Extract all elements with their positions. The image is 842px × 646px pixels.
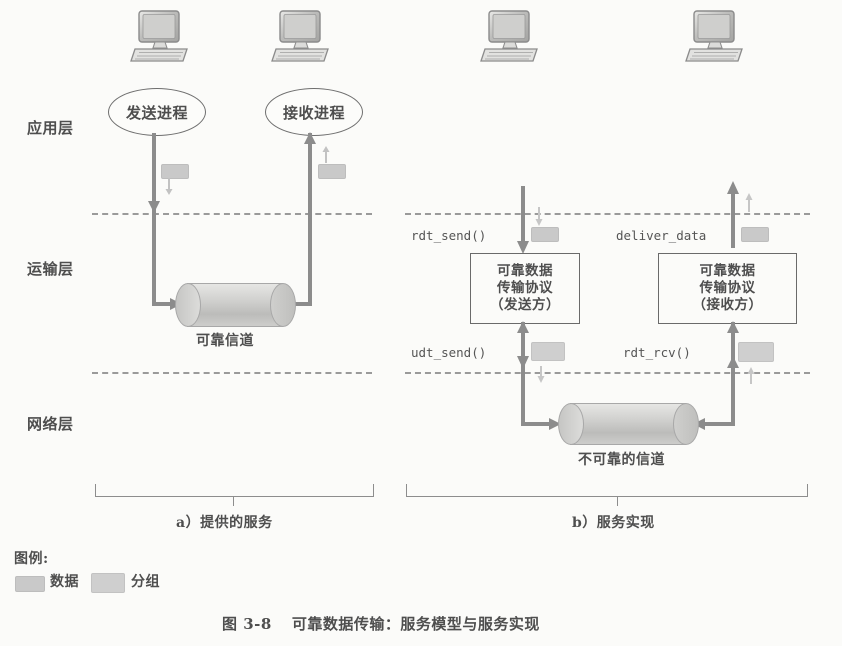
panel-b-bracket xyxy=(406,484,808,497)
channel-inflow-arrow-right-b xyxy=(689,414,709,434)
flow-line-sender-lower-b xyxy=(521,322,525,376)
layer-divider-app-transport-right xyxy=(405,213,810,215)
flow-line-channel-to-receiver xyxy=(288,302,312,306)
flow-arrow-sender-a xyxy=(145,199,163,217)
mini-arrow-down-udt-send xyxy=(536,366,546,384)
flow-arrow-sender-down-b xyxy=(514,355,532,371)
box-sender-protocol-line-1: 可靠数据 xyxy=(497,263,553,279)
call-label-rdt-send: rdt_send() xyxy=(411,228,487,243)
node-receiving-process: 接收进程 xyxy=(265,88,363,136)
layer-divider-transport-network-right xyxy=(405,372,810,374)
data-unit-deliver-data xyxy=(741,227,769,242)
box-sender-protocol-line-2: 传输协议 xyxy=(497,280,553,296)
unreliable-channel-label: 不可靠的信道 xyxy=(578,452,665,468)
flow-arrow-sender-up-b xyxy=(514,320,532,336)
mini-arrow-up-rdt-rcv xyxy=(746,366,756,384)
call-label-udt-send: udt_send() xyxy=(411,345,487,360)
box-receiver-protocol-label: 可靠数据 传输协议 （接收方） xyxy=(693,263,763,314)
legend-label-packet: 分组 xyxy=(131,574,160,590)
call-label-deliver-data: deliver_data xyxy=(616,228,707,243)
computer-icon-receiver-a xyxy=(271,8,334,66)
box-receiver-protocol-line-2: 传输协议 xyxy=(699,280,756,296)
flow-line-sender-to-channel-b xyxy=(521,422,553,426)
computer-icon-sender-a xyxy=(130,8,193,66)
panel-b-caption: b）服务实现 xyxy=(572,515,655,531)
figure-caption-text: 可靠数据传输：服务模型与服务实现 xyxy=(291,615,540,633)
node-sending-process-label: 发送进程 xyxy=(125,103,188,122)
flow-arrow-receiver-up-b xyxy=(724,320,742,336)
flow-arrow-receiver-a xyxy=(301,130,319,148)
node-receiving-process-label: 接收进程 xyxy=(282,103,345,122)
legend-swatch-packet xyxy=(91,573,125,593)
mini-arrow-up-receiver-a xyxy=(321,145,331,163)
layer-label-network: 网络层 xyxy=(27,415,74,433)
mini-arrow-up-deliver-data xyxy=(744,192,754,212)
panel-a-caption: a）提供的服务 xyxy=(176,515,273,531)
figure-caption-number: 图 3-8 xyxy=(222,615,272,633)
panel-a-bracket xyxy=(95,484,374,497)
legend-swatch-data xyxy=(15,576,45,592)
flow-line-deliver-data xyxy=(731,186,735,248)
box-sender-protocol-label: 可靠数据 传输协议 （发送方） xyxy=(490,263,560,314)
box-receiver-protocol-line-3: （接收方） xyxy=(692,297,763,313)
data-unit-sender-a xyxy=(161,164,189,179)
flow-line-sender-to-network-b xyxy=(521,372,525,426)
flow-arrow-deliver-data xyxy=(724,180,742,196)
panel-b-bracket-tick xyxy=(617,496,619,506)
flow-line-sender-to-channel xyxy=(152,302,176,306)
box-sender-protocol-line-3: （发送方） xyxy=(490,297,560,313)
layer-label-transport: 运输层 xyxy=(27,260,74,278)
layer-divider-app-transport-left xyxy=(92,213,372,215)
legend-title: 图例: xyxy=(14,551,49,567)
reliable-channel-cylinder xyxy=(175,283,296,327)
unreliable-channel-cylinder xyxy=(558,403,699,445)
packet-unit-rdt-rcv xyxy=(738,342,774,362)
panel-a-bracket-tick xyxy=(233,496,235,506)
node-sending-process: 发送进程 xyxy=(108,88,206,136)
reliable-channel-label: 可靠信道 xyxy=(196,333,254,349)
box-receiver-protocol: 可靠数据 传输协议 （接收方） xyxy=(658,253,797,324)
channel-inflow-arrow-left-b xyxy=(547,414,567,434)
mini-arrow-down-sender-a xyxy=(164,178,174,196)
flow-line-channel-to-receiver-b xyxy=(703,422,735,426)
computer-icon-receiver-b xyxy=(685,8,748,66)
flow-arrow-receiver-up2-b xyxy=(724,355,742,371)
computer-icon-sender-b xyxy=(480,8,543,66)
flow-line-receiver-to-network-b xyxy=(731,372,735,426)
flow-arrow-rdt-send xyxy=(514,240,532,256)
layer-label-application: 应用层 xyxy=(27,119,74,137)
flow-line-rdt-send xyxy=(521,186,525,248)
layer-divider-transport-network-left xyxy=(92,372,372,374)
mini-arrow-down-rdt-send xyxy=(534,207,544,227)
flow-line-receiver-lower-b xyxy=(731,322,735,376)
legend-label-data: 数据 xyxy=(50,574,79,590)
data-unit-receiver-a xyxy=(318,164,346,179)
call-label-rdt-rcv: rdt_rcv() xyxy=(623,345,691,360)
flow-line-sender-a xyxy=(152,133,156,305)
box-sender-protocol: 可靠数据 传输协议 （发送方） xyxy=(470,253,580,324)
flow-line-receiver-a xyxy=(308,133,312,305)
packet-unit-udt-send xyxy=(531,342,565,361)
figure-caption: 图 3-8 可靠数据传输：服务模型与服务实现 xyxy=(222,613,540,634)
box-receiver-protocol-line-1: 可靠数据 xyxy=(699,263,756,279)
data-unit-rdt-send xyxy=(531,227,559,242)
